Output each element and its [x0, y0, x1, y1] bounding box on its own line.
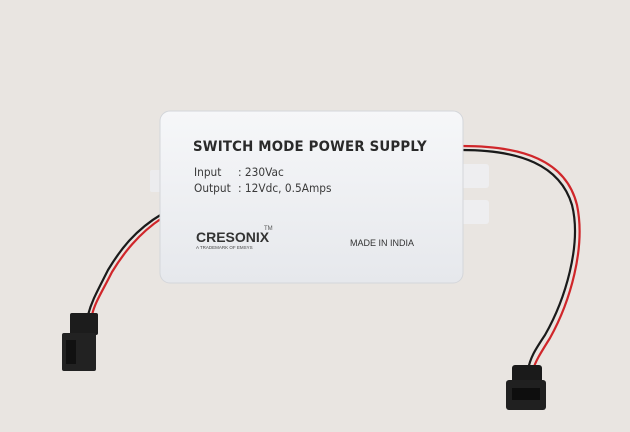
output-label: Output: [194, 181, 231, 195]
right-connector: [506, 365, 546, 410]
brand-name: CRESONIX: [196, 229, 270, 245]
input-label: Input: [194, 165, 222, 179]
input-value: : 230Vac: [238, 165, 284, 179]
power-supply-enclosure: [159, 110, 464, 284]
output-value: : 12Vdc, 0.5Amps: [238, 181, 332, 195]
left-connector: [62, 313, 98, 371]
product-title: SWITCH MODE POWER SUPPLY: [193, 139, 427, 155]
right-wires: [461, 144, 581, 371]
origin-label: MADE IN INDIA: [350, 238, 415, 248]
brand-subtitle: A TRADEMARK OF EMSYS: [196, 245, 253, 250]
trademark-symbol: TM: [264, 226, 273, 232]
left-wires: [86, 213, 163, 316]
